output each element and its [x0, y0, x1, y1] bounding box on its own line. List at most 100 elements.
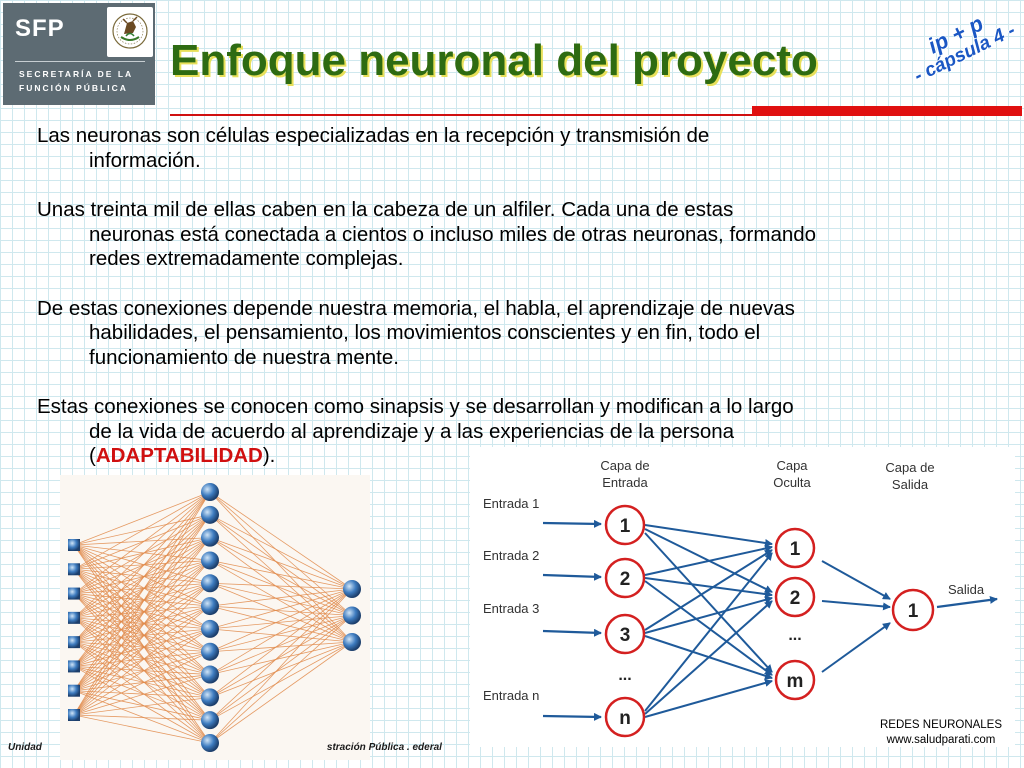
- hidden-neuron: [201, 642, 219, 661]
- network-edge: [73, 593, 211, 698]
- hidden-neuron: [201, 597, 219, 616]
- paragraph-line: neuronas está conectada a cientos o incl…: [89, 222, 817, 246]
- network-edge: [209, 588, 353, 675]
- hidden-node-label-m: m: [787, 671, 804, 692]
- hidden-neuron: [201, 528, 219, 547]
- hidden-neuron: [201, 665, 219, 684]
- output-layer-label-2: Salida: [892, 477, 929, 492]
- network-edge: [73, 666, 211, 675]
- input-label-2: Entrada 2: [483, 548, 539, 563]
- network-edge: [73, 690, 211, 721]
- network-edge: [73, 569, 211, 721]
- network-edge: [73, 605, 211, 619]
- input-neuron: [68, 563, 80, 576]
- network-edge: [73, 560, 211, 619]
- network-edge: [73, 560, 211, 643]
- input-node-label-3: 3: [620, 625, 631, 646]
- network-edge: [73, 593, 211, 653]
- network-edge: [73, 690, 211, 698]
- image-credit: REDES NEURONALES www.saludparati.com: [866, 718, 1016, 748]
- network-edge: [73, 544, 211, 653]
- network-edge: [73, 544, 211, 561]
- network-edge: [73, 568, 211, 698]
- network-edge: [73, 628, 211, 692]
- network-edge: [73, 617, 211, 698]
- network-edge: [73, 537, 211, 691]
- paragraph-line: de la vida de acuerdo al aprendizaje y a…: [89, 419, 735, 443]
- network-edge: [73, 617, 211, 653]
- network-edge: [73, 617, 211, 744]
- network-edge: [73, 628, 211, 643]
- network-edge: [209, 588, 353, 698]
- network-edge: [73, 514, 211, 546]
- output-node-label: 1: [908, 601, 919, 622]
- network-edge: [209, 588, 353, 653]
- network-edge: [73, 641, 211, 721]
- network-edge: [73, 582, 211, 716]
- network-edge: [73, 514, 211, 667]
- logo-divider: [15, 61, 145, 62]
- paren-open: (: [89, 444, 96, 467]
- network-edge: [209, 560, 353, 616]
- network-edge: [73, 568, 211, 607]
- network-edge: [73, 544, 211, 675]
- output-layer-label-1: Capa de: [885, 460, 934, 475]
- paragraph-line: De estas conexiones depende nuestra memo…: [37, 296, 795, 320]
- paren-close: ).: [262, 444, 276, 467]
- network-edge: [73, 690, 211, 744]
- input-label-3: Entrada 3: [483, 601, 539, 616]
- hidden-neuron: [201, 734, 219, 752]
- network-edge: [209, 588, 353, 630]
- paragraph-3: De estas conexiones depende nuestra memo…: [37, 297, 1012, 371]
- network-edge: [73, 714, 211, 744]
- network-edge: [209, 491, 353, 643]
- network-edge: [73, 491, 211, 546]
- network-edge: [73, 593, 211, 607]
- paragraph-line: información.: [89, 148, 201, 172]
- network-edge: [73, 582, 211, 643]
- network-edge: [73, 568, 211, 584]
- input-neuron: [68, 587, 80, 600]
- network-edge: [209, 514, 353, 643]
- logo-subtitle-1: SECRETARÍA DE LA: [19, 69, 134, 79]
- network-edge: [73, 560, 211, 594]
- network-edge: [73, 628, 211, 667]
- network-edge: [73, 605, 211, 692]
- network-edge: [73, 544, 211, 698]
- credit-line-1: REDES NEURONALES: [879, 719, 1003, 731]
- network-edge: [73, 514, 211, 716]
- hidden-node-2: [774, 576, 816, 618]
- network-edge: [73, 582, 211, 619]
- capsule-badge: ip + p - cápsula 4 -: [883, 0, 1024, 96]
- input-node-1: [604, 504, 646, 546]
- output-node: [891, 588, 935, 632]
- input-hidden-connections: [644, 524, 773, 718]
- network-edge: [73, 491, 211, 691]
- input-node-n: [604, 696, 646, 738]
- network-edge: [73, 617, 211, 630]
- network-edge: [73, 605, 211, 716]
- network-edge: [209, 641, 353, 698]
- network-edge: [73, 569, 211, 744]
- input-label-n: Entrada n: [483, 688, 539, 703]
- paragraph-line: funcionamiento de nuestra mente.: [89, 345, 399, 369]
- network-edge: [73, 537, 211, 619]
- network-edge: [73, 514, 211, 619]
- network-edge: [73, 537, 211, 546]
- network-edge: [209, 582, 353, 643]
- paragraph-line: Estas conexiones se conocen como sinapsi…: [37, 395, 794, 418]
- input-arrow: [542, 628, 602, 637]
- network-edge: [209, 641, 353, 675]
- hidden-neuron: [201, 619, 219, 638]
- network-edge: [73, 537, 211, 594]
- hidden-layer-label-1: Capa: [776, 458, 808, 473]
- network-edge: [209, 641, 353, 744]
- network-edge: [73, 696, 211, 716]
- input-neuron: [68, 539, 80, 551]
- credit-line-2: www.saludparati.com: [886, 734, 996, 746]
- network-edge: [73, 544, 211, 744]
- slide-title: Enfoque neuronal del proyecto: [170, 36, 818, 85]
- network-edge: [73, 666, 211, 698]
- network-edge: [73, 617, 211, 675]
